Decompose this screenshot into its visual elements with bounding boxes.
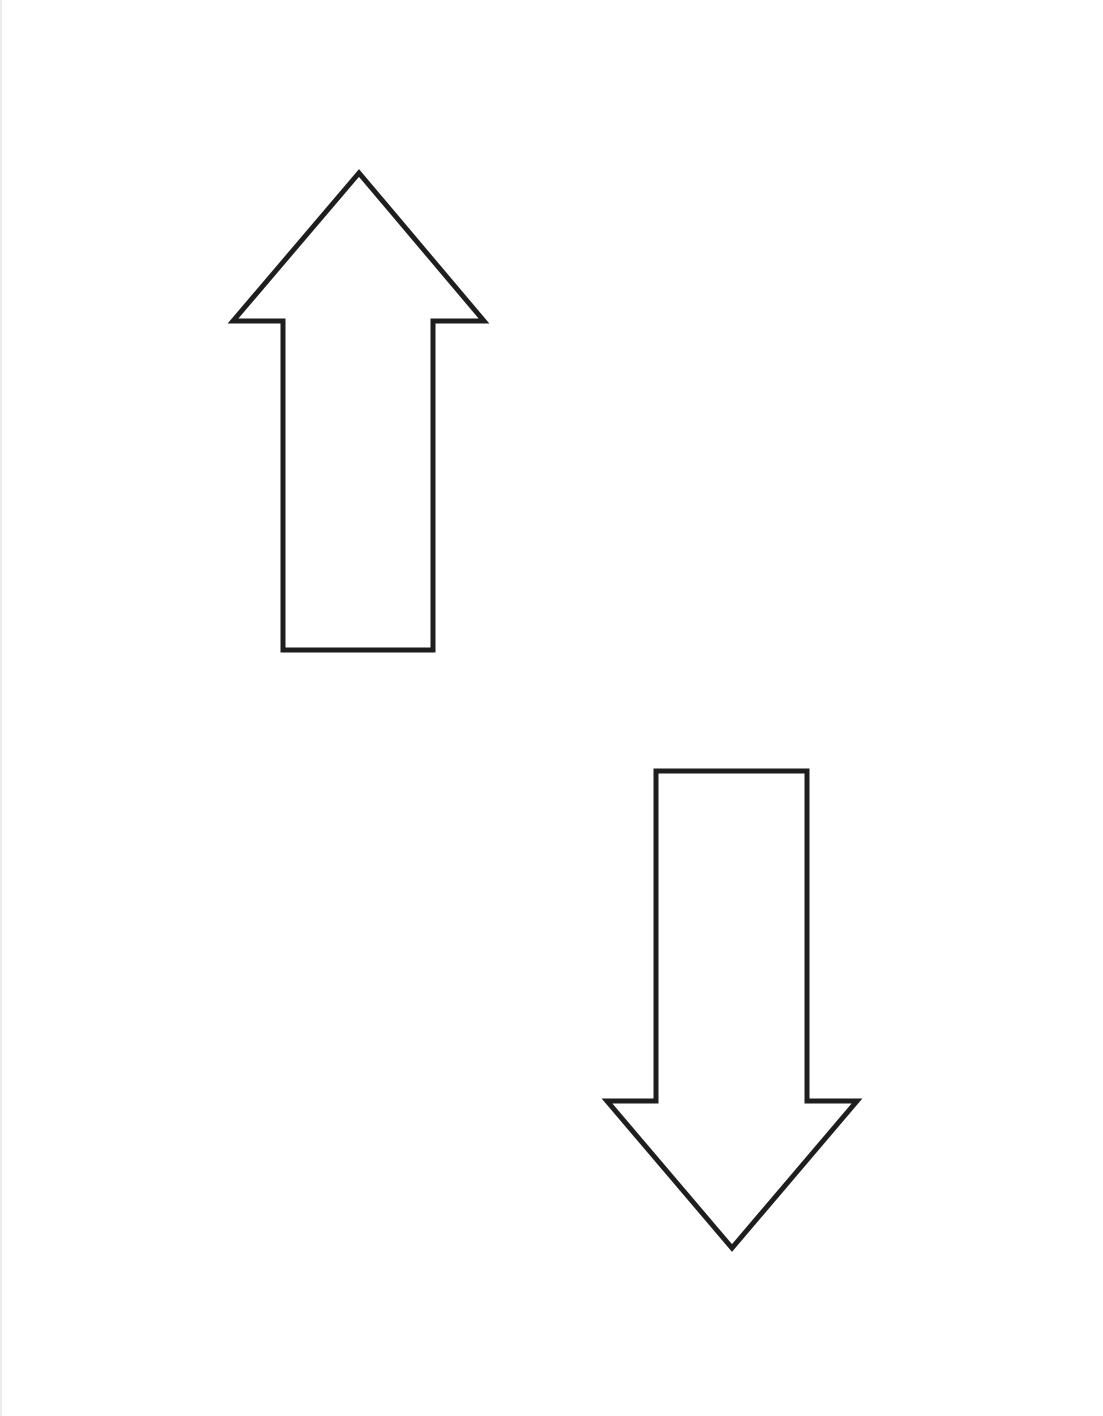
- page-left-edge: [0, 0, 2, 1416]
- arrow-up-icon: [227, 169, 490, 653]
- arrow-down-icon: [601, 768, 863, 1252]
